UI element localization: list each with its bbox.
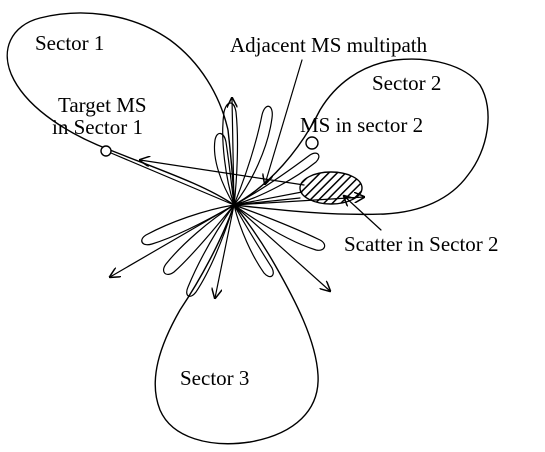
multipath-reflection-line [140, 160, 305, 186]
beam-arrow-up [232, 98, 234, 206]
sector3-lobe [154, 204, 319, 445]
ms-sector2-marker [305, 136, 319, 150]
scatter-pointer [344, 196, 382, 231]
sector3-label: Sector 3 [180, 366, 249, 390]
target-ms-label-line2: in Sector 1 [52, 115, 143, 139]
side-lobe-lower-a [186, 204, 235, 297]
side-lobe-left-b [162, 204, 235, 276]
side-lobe-left-a [141, 204, 235, 246]
sector2-label: Sector 2 [372, 71, 441, 95]
sector1-label: Sector 1 [35, 31, 104, 55]
beam-arrow-lower-left [110, 204, 235, 277]
bs-to-scatter-line [233, 191, 303, 206]
sector2-lobe [233, 58, 489, 216]
target-ms-label-line1: Target MS [58, 93, 147, 117]
side-lobe-lower-b [233, 204, 274, 278]
beam-arrow-lower-right [233, 204, 330, 291]
side-lobe-right-lower [233, 204, 326, 251]
target-ms-marker [100, 145, 112, 157]
scatter-sector2-label: Scatter in Sector 2 [344, 232, 499, 256]
adjacent-multipath-pointer [265, 59, 303, 184]
beam-arrow-down [215, 204, 235, 298]
side-lobe-upper-right [233, 105, 273, 206]
ms-sector2-label: MS in sector 2 [300, 113, 423, 137]
adjacent-multipath-label: Adjacent MS multipath [230, 33, 428, 57]
direct-path-line [110, 152, 235, 206]
